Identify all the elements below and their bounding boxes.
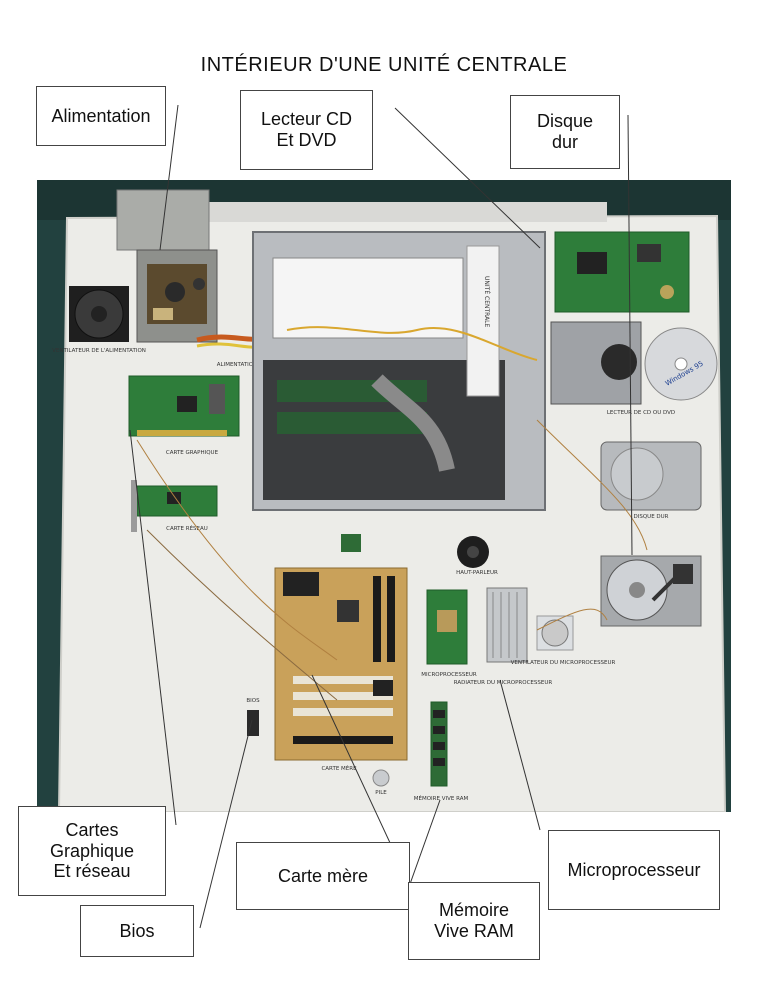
hard-disk-open — [600, 555, 702, 627]
label-pile: PILE — [375, 790, 387, 796]
ram-stick — [430, 701, 448, 787]
bios-chip — [247, 710, 259, 736]
callout-bios: Bios — [80, 905, 194, 957]
callout-memoire-vive-ram: Mémoire Vive RAM — [408, 882, 540, 960]
hard-disk-cover — [600, 441, 702, 511]
callout-cartes-graphique-reseau: Cartes Graphique Et réseau — [18, 806, 166, 896]
label-ventilateur-alim: VENTILATEUR DE L'ALIMENTATION — [52, 348, 146, 354]
label-memoire: MÉMOIRE VIVE RAM — [414, 794, 469, 802]
diagram-title: INTÉRIEUR D'UNE UNITÉ CENTRALE — [200, 54, 568, 76]
processor — [426, 589, 468, 665]
battery — [372, 769, 390, 787]
label-disque-dur: DISQUE DUR — [633, 514, 668, 520]
label-haut-parleur: HAUT-PARLEUR — [456, 570, 498, 576]
label-carte-graphique: CARTE GRAPHIQUE — [166, 450, 219, 456]
label-radiateur: RADIATEUR DU MICROPROCESSEUR — [454, 680, 553, 686]
callout-disque-dur: Disque dur — [510, 95, 620, 169]
heatsink — [486, 587, 528, 663]
pc-interior-photo: VENTILATEUR DE L'ALIMENTATION ALIMENTATI… — [37, 180, 731, 812]
callout-carte-mere: Carte mère — [236, 842, 410, 910]
label-carte-mere: CARTE MÈRE — [321, 764, 357, 772]
callout-alimentation: Alimentation — [36, 86, 166, 146]
label-ventilateur-micro: VENTILATEUR DU MICROPROCESSEUR — [511, 660, 616, 666]
label-bios: BIOS — [246, 698, 260, 704]
label-lecteur-cd: LECTEUR DE CD OU DVD — [607, 410, 675, 416]
callout-microprocesseur: Microprocesseur — [548, 830, 720, 910]
label-alimentation: ALIMENTATION — [217, 362, 257, 368]
computer-case — [252, 231, 546, 511]
label-microprocesseur: MICROPROCESSEUR — [421, 672, 477, 678]
speaker — [457, 536, 489, 568]
label-unite-centrale: UNITÉ CENTRALE — [483, 276, 491, 328]
label-carte-reseau: CARTE RÉSEAU — [166, 524, 208, 532]
small-chip — [341, 534, 361, 552]
graphics-card — [128, 375, 240, 437]
cpu-fan — [536, 615, 574, 651]
cd-drive: Windows 95 — [550, 321, 718, 405]
callout-lecteur-cd-dvd: Lecteur CD Et DVD — [240, 90, 373, 170]
hdd-pcb — [554, 231, 690, 313]
psu-fan — [69, 286, 129, 342]
